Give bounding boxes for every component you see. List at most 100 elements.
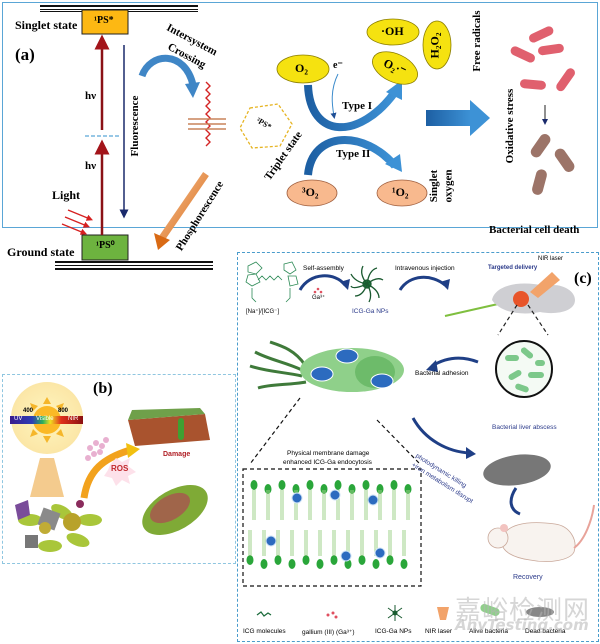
self-assembly-label: Self-assembly <box>303 265 344 272</box>
lipid-head <box>372 559 380 569</box>
nir-label: NIR <box>68 416 79 422</box>
gallium-ions <box>313 287 323 294</box>
electron-label: e⁻ <box>333 60 343 71</box>
oxidative-arrow <box>426 110 471 126</box>
lipid-head <box>376 484 384 494</box>
iv-injection-label: Intravenous injection <box>395 265 455 272</box>
singlet-box-label: ¹PS* <box>94 15 114 26</box>
lipid-head <box>306 480 314 490</box>
hv-upper-label: hν <box>85 90 97 102</box>
triplet-level-lines <box>188 118 226 130</box>
watermark-en: AnyTesting.com <box>455 616 589 634</box>
light-beam <box>30 458 64 497</box>
zoom-lines <box>497 304 549 336</box>
lipid-head <box>264 484 272 494</box>
free-radicals-label: Free radicals <box>471 10 483 72</box>
intersystem-crossing-arrow <box>138 54 197 87</box>
targeted-delivery-label: Targeted delivery <box>488 265 538 271</box>
watermark-cn: 嘉峪检测网 <box>455 596 591 626</box>
o2-oval <box>276 54 330 84</box>
visible-label: Visible <box>36 416 54 422</box>
singlet-oxygen-bubble <box>367 494 379 506</box>
panel-a-label: (a) <box>15 45 35 64</box>
lipid-head <box>278 480 286 490</box>
lipid-head <box>358 555 366 565</box>
gallium-label: Ga³⁺ <box>312 295 326 301</box>
healthy-mouse-icon <box>487 504 595 562</box>
lipid-bilayer <box>246 480 412 569</box>
lipid-head <box>400 559 408 569</box>
icg-ga-nps-icon <box>350 265 384 303</box>
energy-level-bottom-bar <box>55 261 213 270</box>
nir-laser-label: NIR laser <box>538 256 564 262</box>
light-rays-icon <box>61 209 94 235</box>
singlet-oxygen-text-2: oxygen <box>442 169 455 203</box>
ground-box-label: ¹PS⁰ <box>96 240 115 251</box>
lipid-head <box>246 555 254 565</box>
ros-arrow <box>80 446 132 499</box>
legend-alive-bacteria: Alive bacteria <box>469 628 509 635</box>
legend-gallium: gallium (III) (Ga³⁺) <box>302 629 355 636</box>
lipid-head <box>260 559 268 569</box>
mouse-targeted-icon <box>444 272 575 317</box>
ground-state-label: Ground state <box>7 245 75 259</box>
legend-icg-ga-nps: ICG-Ga NPs <box>375 628 412 635</box>
lipid-head <box>362 480 370 490</box>
legend-nir-laser: NIR laser <box>425 628 453 635</box>
ros-particles <box>85 437 109 461</box>
panel-a-frame <box>2 2 598 228</box>
fluorescence-label: Fluorescence <box>129 95 141 157</box>
membrane-zoom-lines <box>249 397 421 465</box>
light-label: Light <box>52 188 81 202</box>
membrane-label-1: Physical membrane damage <box>287 450 370 457</box>
icg-molecule-structure <box>245 261 299 303</box>
singlet-oxygen-bubble <box>374 547 386 559</box>
panel-c-label: (c) <box>574 270 592 287</box>
superoxide-oval <box>372 51 418 85</box>
singlet-state-box <box>81 9 129 35</box>
phosphorescence-arrow <box>159 172 209 240</box>
type-ii-label: Type II <box>336 148 371 160</box>
hv-lower-label: hν <box>85 160 97 172</box>
lipid-head <box>320 484 328 494</box>
ros-label: ROS <box>111 464 129 473</box>
spectrum-800-label: 800 <box>58 408 69 414</box>
icg-molecule-label: [Na⁺]/[ICG⁻] <box>246 309 280 315</box>
lipid-head <box>302 555 310 565</box>
uv-label: UV <box>14 416 23 422</box>
singlet-oxygen-bubble <box>340 550 352 562</box>
hydroxyl-label: ·OH <box>381 24 404 38</box>
singlet-oxygen-label: ¹O₂ <box>392 185 409 199</box>
singlet-oxygen-oval <box>376 179 428 207</box>
ros-burst <box>104 458 136 486</box>
abscess-bacteria <box>505 347 545 393</box>
o2-label: O₂ <box>295 61 308 75</box>
alive-bacterium-icon <box>249 340 404 392</box>
legend-dead-bacteria: Dead bacteria <box>525 628 566 635</box>
healthy-bacteria-icon <box>510 26 575 92</box>
singlet-oxygen-bubble <box>265 535 277 547</box>
triplet-oxygen-label: ³O₂ <box>302 185 319 199</box>
lipid-head <box>334 480 342 490</box>
lipid-head <box>250 480 258 490</box>
singlet-state-label: Singlet state <box>15 18 78 32</box>
lipid-head <box>330 555 338 565</box>
lipid-head <box>386 555 394 565</box>
triplet-oxygen-oval <box>286 179 338 207</box>
panel-b-label: (b) <box>93 380 113 397</box>
recovery-arrow <box>509 487 521 516</box>
damage-label: Damage <box>163 451 191 458</box>
singlet-oxygen-text-1: Singlet <box>428 169 441 203</box>
dead-bacteria-icon <box>530 134 575 195</box>
spectrum-400-label: 400 <box>23 408 34 414</box>
h2o2-label: H₂O₂ <box>427 32 442 59</box>
hydroxyl-oval <box>366 18 420 46</box>
legend-icons <box>256 603 554 621</box>
lipid-head <box>316 559 324 569</box>
wavy-relaxation-icon <box>205 81 211 147</box>
type-i-label: Type I <box>342 100 373 112</box>
lipid-head <box>404 484 412 494</box>
oxidative-stress-label: Oxidative stress <box>504 88 516 164</box>
lipid-head <box>390 480 398 490</box>
